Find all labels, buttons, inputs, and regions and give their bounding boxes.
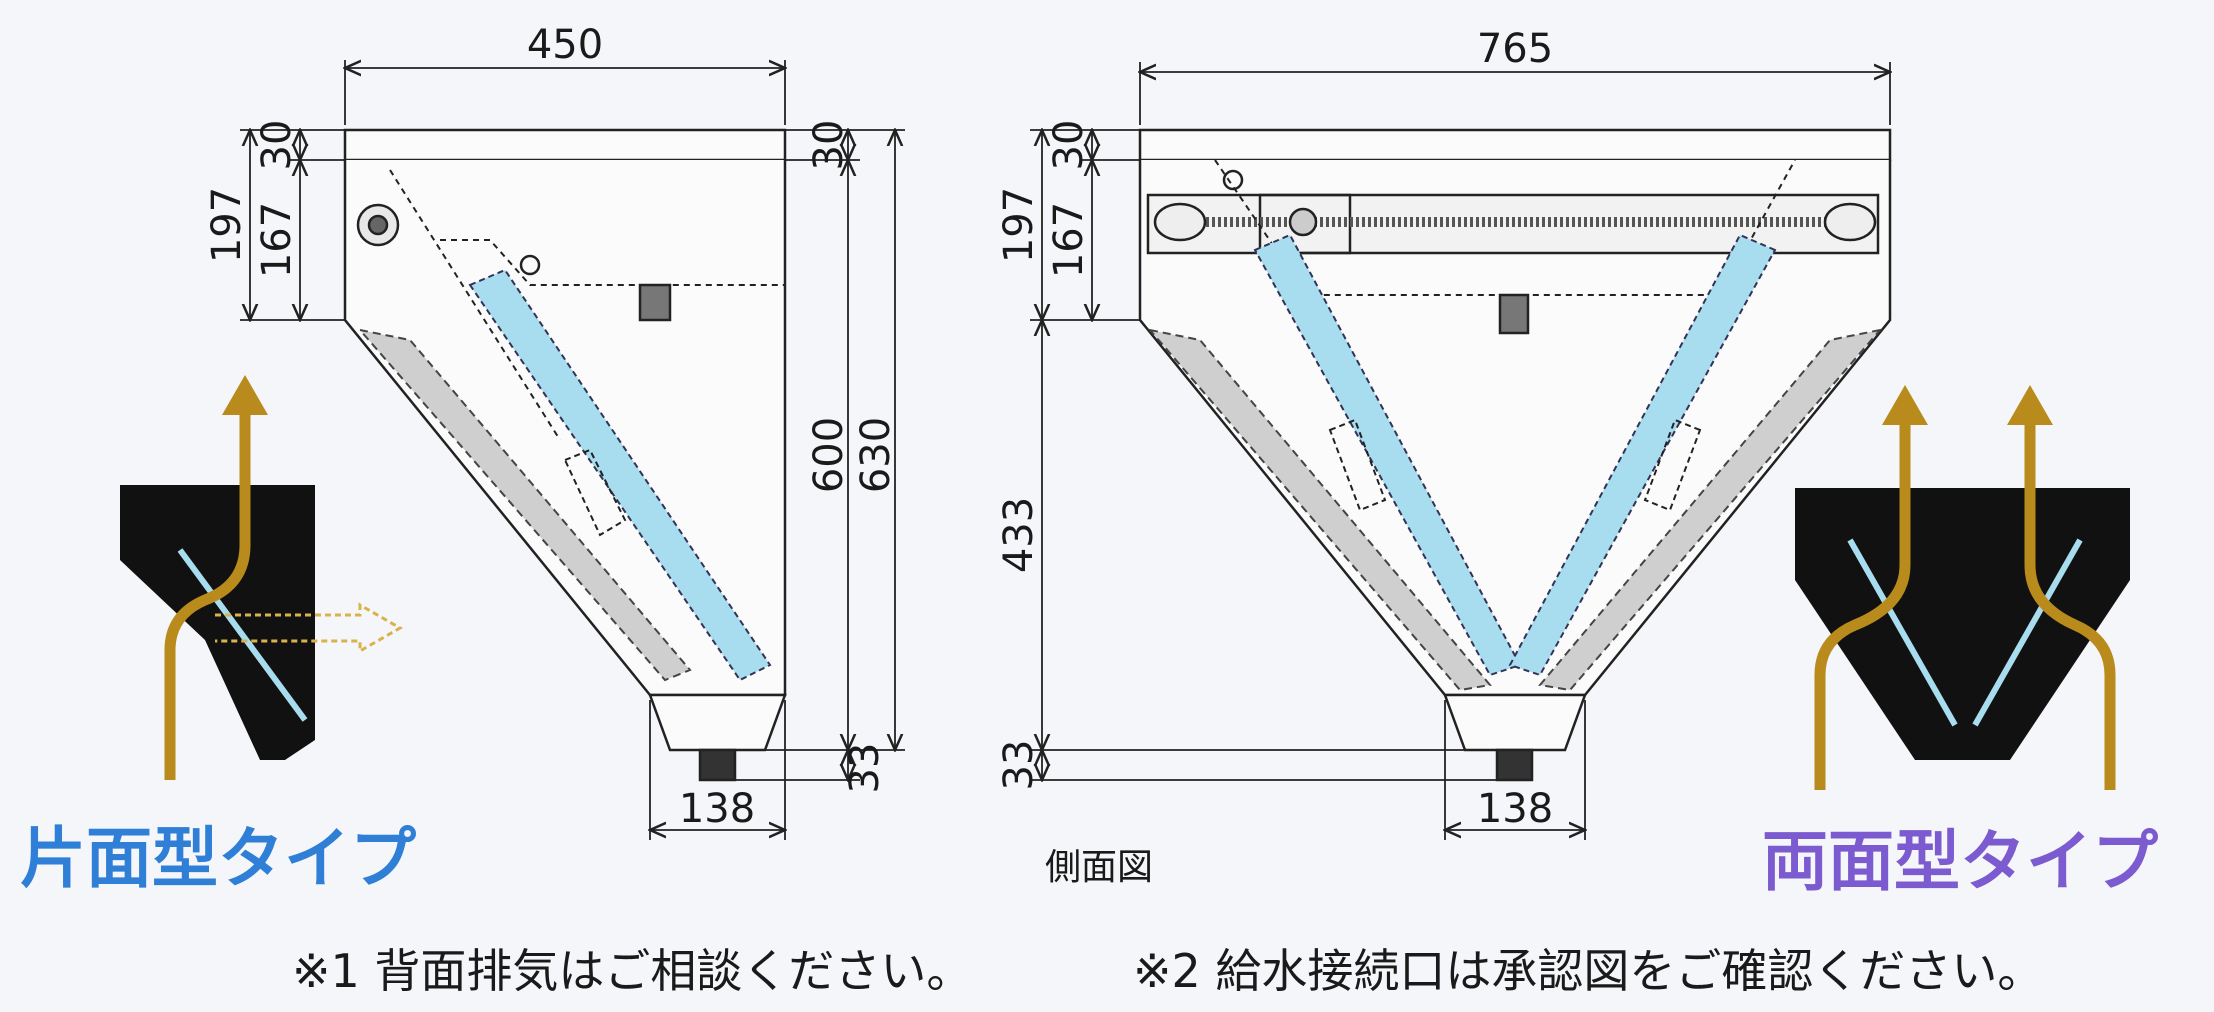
dim-167: 167 [254, 202, 300, 278]
dim-167-right-view: 167 [1046, 202, 1092, 278]
caption-side-view: 側面図 [1045, 847, 1154, 888]
dim-765: 765 [1477, 26, 1553, 72]
dim-630: 630 [853, 417, 899, 493]
dim-33-right-view: 33 [996, 740, 1042, 791]
dim-30-right: 30 [806, 120, 852, 171]
dim-433: 433 [996, 497, 1042, 573]
right-dimensions [1030, 62, 1890, 840]
dashed-rear-exhaust-arrow-icon [215, 602, 404, 654]
dim-600: 600 [806, 417, 852, 493]
left-hood-drawing [343, 128, 787, 782]
right-dimension-labels: 765 30 167 197 433 33 138 [996, 26, 1553, 832]
dim-138-right: 138 [1477, 786, 1553, 832]
label-single-type: 片面型タイプ [20, 820, 416, 897]
dim-138-left: 138 [679, 786, 755, 832]
note-2: ※2 給水接続口は承認図をご確認ください。 [1133, 944, 2044, 998]
dim-450: 450 [527, 22, 603, 68]
dim-197-right-view: 197 [996, 187, 1042, 263]
label-double-type: 両面型タイプ [1762, 823, 2158, 900]
dim-30-left: 30 [254, 120, 300, 171]
left-dimensions [240, 60, 905, 840]
dim-33-left-view: 33 [842, 743, 888, 794]
single-type-icon [120, 375, 404, 780]
note-1: ※1 背面排気はご相談ください。 [292, 944, 973, 998]
upflow-arrow-icon [164, 410, 251, 780]
left-dimension-labels: 450 30 167 197 30 600 630 33 138 [204, 22, 899, 832]
double-type-icon [1795, 385, 2130, 790]
dim-197: 197 [204, 187, 250, 263]
right-hood-drawing [1138, 128, 1892, 782]
dim-30-right-view: 30 [1046, 120, 1092, 171]
